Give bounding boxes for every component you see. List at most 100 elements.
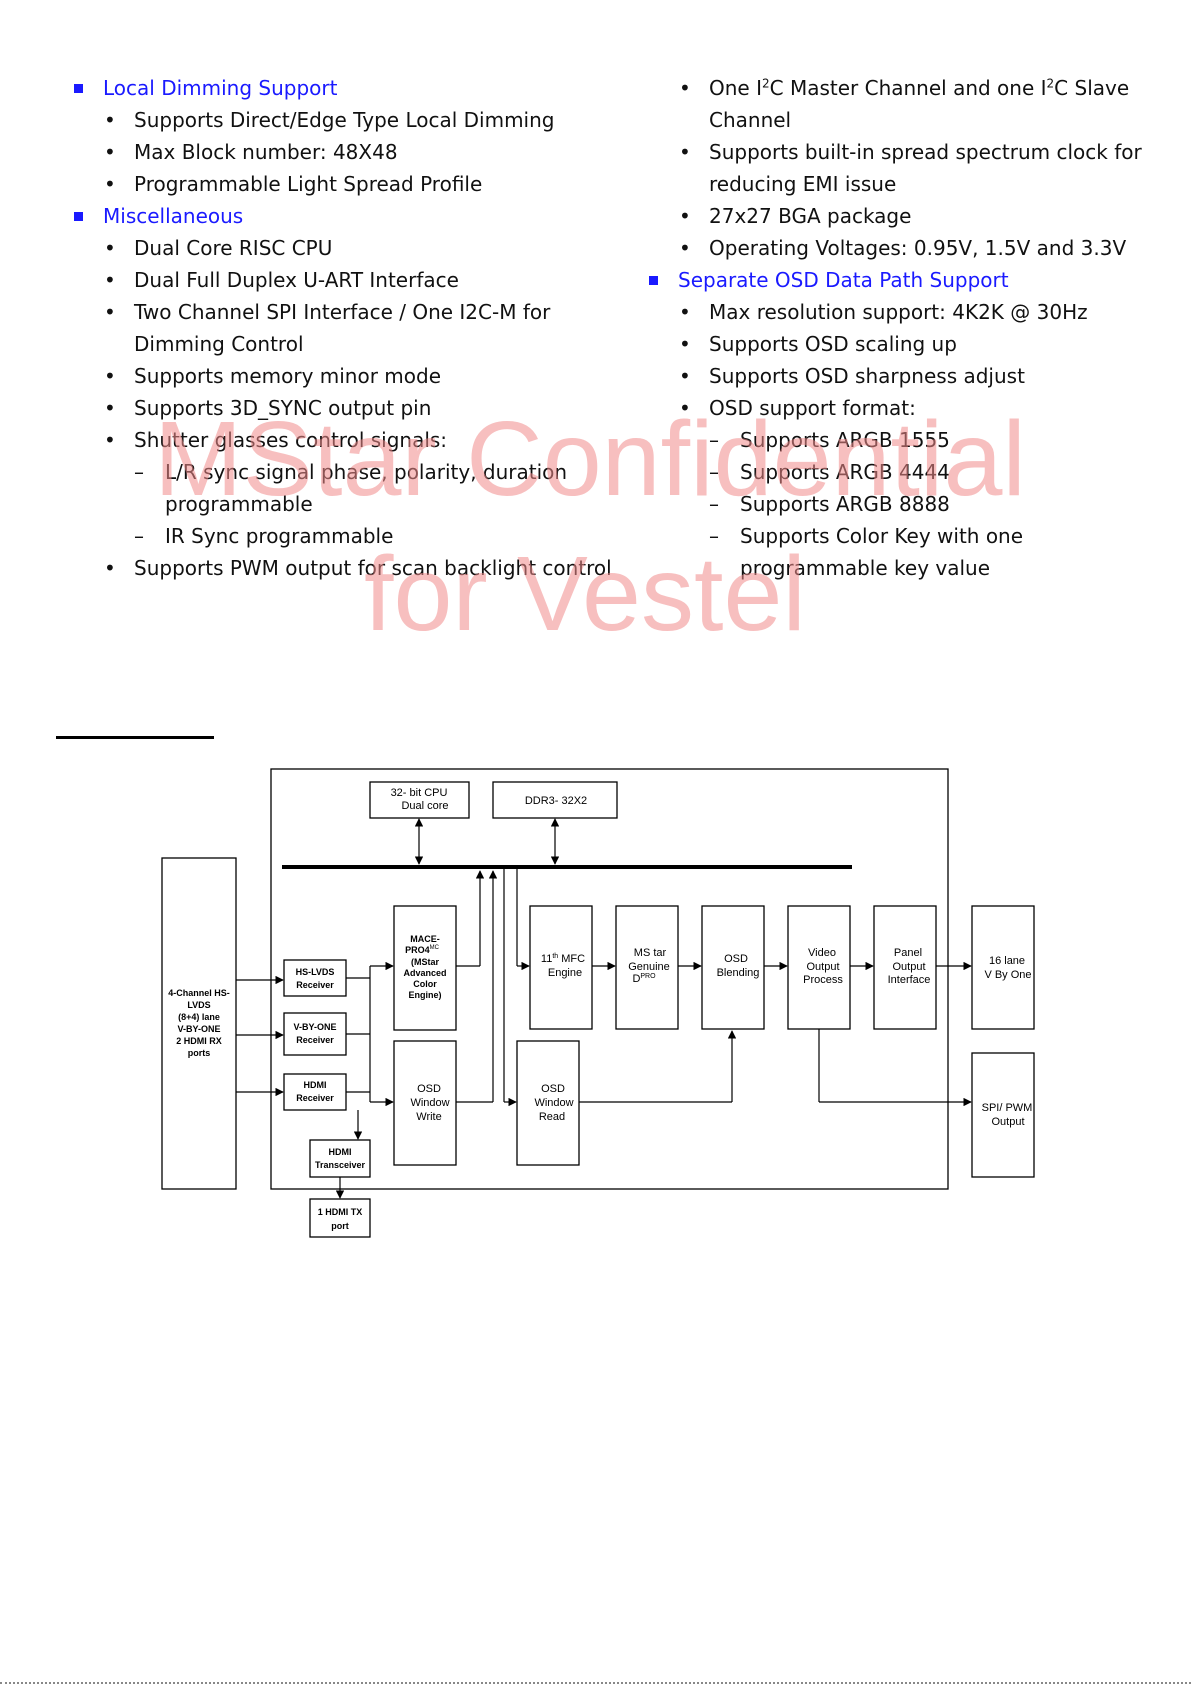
dash-bullet-icon: – [709, 492, 719, 516]
section-title: Local Dimming Support [103, 76, 338, 100]
input-ports-label-5: 2 HDMI RX [176, 1036, 222, 1046]
bullet-icon: • [104, 268, 116, 292]
osd-write-label-1: OSD [417, 1083, 441, 1095]
sub-list-item: –L/R sync signal phase, polarity, durati… [70, 456, 630, 520]
list-item: •One I2C Master Channel and one I2C Slav… [645, 72, 1175, 136]
osd-window-read-block [516, 1040, 580, 1166]
mace-label-6: Engine) [409, 990, 442, 1000]
input-ports-block [161, 857, 237, 1190]
hdmi-tx-label-2: Transceiver [315, 1160, 366, 1170]
list-item: •Operating Voltages: 0.95V, 1.5V and 3.3… [645, 232, 1175, 264]
sub-list-item: –IR Sync programmable [70, 520, 630, 552]
mfc-engine-block [529, 905, 593, 1030]
hdmi-rx-label-2: Receiver [296, 1093, 334, 1103]
list-item: •Supports OSD sharpness adjust [645, 360, 1175, 392]
bullet-icon: • [104, 108, 116, 132]
list-item: •Supports 3D_SYNC output pin [70, 392, 630, 424]
video-out-label-2: Output [806, 961, 839, 973]
connector-lines [236, 818, 972, 1199]
list-item: •Shutter glasses control signals: [70, 424, 630, 456]
spi-pwm-output-block [971, 1052, 1035, 1178]
bullet-icon: • [104, 556, 116, 580]
mace-label-1: MACE- [410, 934, 440, 944]
square-bullet-icon [74, 84, 83, 93]
hdmi-port-label-1: 1 HDMI TX [318, 1207, 363, 1217]
list-item: •Max Block number: 48X48 [70, 136, 630, 168]
panel-out-label-1: Panel [894, 947, 922, 959]
bullet-icon: • [104, 396, 116, 420]
dash-bullet-icon: – [134, 460, 144, 484]
cpu-label-1: 32- bit CPU [391, 787, 448, 799]
list-item: •Dual Full Duplex U-ART Interface [70, 264, 630, 296]
section-heading: Miscellaneous [70, 200, 630, 232]
bullet-icon: • [679, 332, 691, 356]
panel-out-label-2: Output [892, 961, 925, 973]
dash-bullet-icon: – [709, 428, 719, 452]
ddr-label: DDR3- 32X2 [525, 795, 587, 807]
osd-blend-label-1: OSD [724, 953, 748, 965]
list-item: •Max resolution support: 4K2K @ 30Hz [645, 296, 1175, 328]
square-bullet-icon [649, 276, 658, 285]
list-item: •27x27 BGA package [645, 200, 1175, 232]
mace-label-5: Color [413, 979, 437, 989]
input-ports-label-3: (8+4) lane [178, 1012, 220, 1022]
osd-read-label-1: OSD [541, 1083, 565, 1095]
vbyone-label-1: V-BY-ONE [293, 1022, 336, 1032]
bullet-icon: • [679, 140, 691, 164]
bullet-icon: • [104, 428, 116, 452]
vbyone-out-label-1: 16 lane [989, 955, 1025, 967]
osd-read-label-3: Read [539, 1111, 565, 1123]
video-out-label-1: Video [808, 947, 836, 959]
sub-list-item: –Supports ARGB 1555 [645, 424, 1175, 456]
section-heading: Separate OSD Data Path Support [645, 264, 1175, 296]
vbyone-out-label-2: V By One [984, 969, 1031, 981]
section-title: Separate OSD Data Path Support [678, 268, 1009, 292]
mace-block [393, 905, 457, 1031]
section-heading: Local Dimming Support [70, 72, 630, 104]
panel-out-label-3: Interface [888, 974, 931, 986]
page-bottom-border [0, 1682, 1191, 1684]
list-item: •Supports built-in spread spectrum clock… [645, 136, 1175, 200]
hs-lvds-label-1: HS-LVDS [296, 967, 335, 977]
mfc-label-2: Engine [548, 967, 582, 979]
osd-read-label-2: Window [534, 1097, 573, 1109]
list-item: •OSD support format: [645, 392, 1175, 424]
bullet-icon: • [104, 300, 116, 324]
hdmi-tx-port-block [309, 1198, 371, 1238]
osd-window-write-block [393, 1040, 457, 1166]
vbyone-output-block [971, 905, 1035, 1030]
list-item: •Dual Core RISC CPU [70, 232, 630, 264]
vbyone-label-2: Receiver [296, 1035, 334, 1045]
panel-output-block [873, 905, 937, 1030]
input-ports-label-6: ports [188, 1048, 211, 1058]
genuine-dpro-block [615, 905, 679, 1030]
sub-list-item: –Supports Color Key with one programmabl… [645, 520, 1175, 584]
osd-write-label-2: Window [410, 1097, 449, 1109]
bullet-icon: • [679, 204, 691, 228]
list-item: •Supports memory minor mode [70, 360, 630, 392]
osd-blending-block [701, 905, 765, 1030]
right-column: •One I2C Master Channel and one I2C Slav… [645, 72, 1175, 584]
hdmi-rx-label-1: HDMI [304, 1080, 327, 1090]
bullet-icon: • [679, 76, 691, 100]
section-rule [56, 736, 214, 739]
square-bullet-icon [74, 212, 83, 221]
cpu-label-2: Dual core [401, 800, 448, 812]
mace-label-4: Advanced [403, 968, 446, 978]
input-ports-label-1: 4-Channel HS- [168, 988, 230, 998]
ddr-block [492, 781, 618, 819]
list-item: •Supports Direct/Edge Type Local Dimming [70, 104, 630, 136]
cpu-block [369, 781, 470, 819]
dash-bullet-icon: – [709, 524, 719, 548]
osd-blend-label-2: Blending [717, 967, 760, 979]
genuine-label-3: DPRO [632, 973, 656, 985]
hdmi-tx-label-1: HDMI [329, 1147, 352, 1157]
osd-write-label-3: Write [416, 1111, 441, 1123]
dash-bullet-icon: – [709, 460, 719, 484]
input-ports-label-4: V-BY-ONE [177, 1024, 220, 1034]
list-item: •Two Channel SPI Interface / One I2C-M f… [70, 296, 630, 360]
bullet-icon: • [104, 172, 116, 196]
vbyone-receiver-block [283, 1012, 347, 1056]
bullet-icon: • [679, 300, 691, 324]
hs-lvds-receiver-block [283, 959, 347, 997]
